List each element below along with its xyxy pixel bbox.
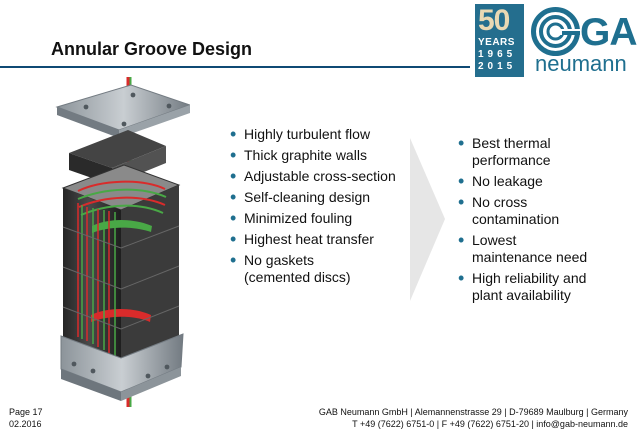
benefit-item: No leakage: [458, 173, 628, 190]
company-footer: GAB Neumann GmbH | Alemannenstrasse 29 |…: [319, 406, 628, 430]
anniversary-end-year: 2015: [478, 61, 517, 72]
chevron-arrow-icon: [410, 138, 445, 301]
company-contact: T +49 (7622) 6751-0 | F +49 (7622) 6751-…: [352, 419, 628, 429]
feature-list: Highly turbulent flow Thick graphite wal…: [230, 126, 410, 290]
benefit-item: No cross contamination: [458, 194, 628, 228]
annular-groove-heat-exchanger-illustration: [55, 77, 190, 407]
company-logo: 50 YEARS 1965 2015 GAB neumann: [475, 4, 638, 78]
feature-item: Self-cleaning design: [230, 189, 410, 206]
feature-item: No gaskets (cemented discs): [230, 252, 410, 286]
anniversary-number: 50: [478, 4, 510, 37]
anniversary-label: YEARS: [478, 37, 515, 48]
slide-title: Annular Groove Design: [51, 39, 253, 59]
slide-date: 02.2016: [9, 419, 42, 429]
feature-item: Thick graphite walls: [230, 147, 410, 164]
anniversary-start-year: 1965: [478, 49, 517, 60]
feature-item: Highly turbulent flow: [230, 126, 410, 143]
benefit-list: Best thermal performance No leakage No c…: [458, 135, 628, 308]
brand-subname: neumann: [535, 51, 627, 76]
gab-circle-logo-icon: [531, 7, 580, 56]
feature-item: Adjustable cross-section: [230, 168, 410, 185]
benefit-item: High reliability and plant availability: [458, 270, 628, 304]
feature-item: Minimized fouling: [230, 210, 410, 227]
company-address: GAB Neumann GmbH | Alemannenstrasse 29 |…: [318, 407, 628, 417]
page-number: Page 17: [9, 407, 43, 417]
page-footer-left: Page 17 02.2016: [9, 406, 43, 430]
benefit-item: Best thermal performance: [458, 135, 628, 169]
feature-item: Highest heat transfer: [230, 231, 410, 248]
anniversary-badge: 50 YEARS 1965 2015: [475, 4, 524, 77]
title-rule: [0, 66, 470, 68]
brand-name: GAB: [580, 11, 638, 54]
benefit-item: Lowest maintenance need: [458, 232, 628, 266]
